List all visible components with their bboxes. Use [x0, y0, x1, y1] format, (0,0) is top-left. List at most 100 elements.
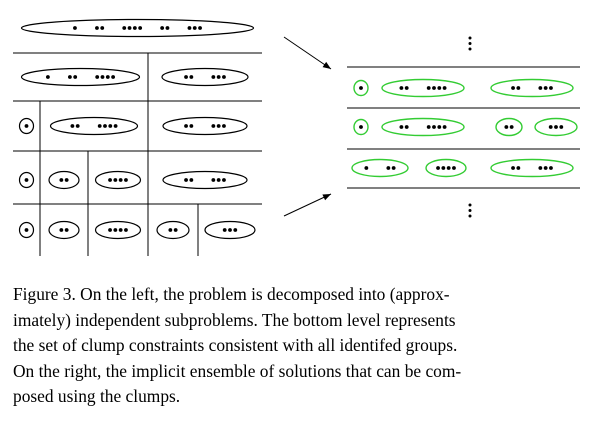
clump: [18, 221, 35, 239]
clump-outline: [156, 220, 190, 240]
dot: [24, 124, 29, 128]
clump-outline: [18, 117, 35, 135]
ensemble-clumps: [351, 78, 578, 178]
clump: [48, 170, 80, 190]
clump-outline: [161, 67, 249, 87]
dot: [124, 228, 128, 232]
dot: [364, 166, 369, 170]
dot: [386, 166, 391, 170]
clump: [162, 170, 248, 190]
ellipsis-dot: [468, 47, 472, 51]
clump-outline: [204, 220, 256, 240]
dot: [59, 228, 64, 232]
dot: [504, 125, 509, 129]
dot: [549, 86, 553, 90]
dot: [108, 178, 112, 182]
dot: [122, 26, 127, 30]
dot: [511, 86, 515, 90]
dot: [437, 125, 442, 129]
clump-outline: [490, 78, 574, 98]
ellipsis-dot: [468, 36, 472, 40]
clump-outline: [18, 171, 35, 189]
clump-outline: [351, 158, 409, 178]
clump: [425, 158, 467, 178]
dot: [446, 166, 451, 170]
dot: [538, 86, 543, 90]
clump: [353, 118, 369, 136]
dot: [105, 75, 110, 79]
tree-grid-lines: [13, 52, 262, 256]
dot: [549, 166, 553, 170]
dot: [222, 75, 226, 79]
clump-outline: [381, 117, 465, 137]
dot: [216, 124, 221, 128]
clump-outline: [162, 170, 248, 190]
arrow: [283, 36, 332, 70]
clump-outline: [534, 117, 578, 137]
dot: [233, 228, 238, 232]
ensemble-continuation-dots: [468, 36, 472, 218]
dot: [426, 86, 431, 90]
dot: [192, 26, 197, 30]
dot: [189, 124, 194, 128]
clump: [353, 79, 369, 97]
clump: [20, 67, 141, 87]
dot: [184, 124, 188, 128]
dot: [165, 26, 170, 30]
dot: [399, 125, 404, 129]
arrow-shaft: [283, 36, 332, 70]
clump: [534, 117, 578, 137]
clump: [20, 18, 255, 38]
clump-outline: [353, 79, 369, 97]
clump: [18, 117, 35, 135]
dot: [437, 86, 442, 90]
ellipsis-dot: [468, 203, 472, 207]
clump-outline: [353, 118, 369, 136]
dot: [187, 26, 192, 30]
vertical-ellipsis: [468, 203, 472, 218]
dot: [173, 228, 178, 232]
clump-outline: [94, 220, 142, 240]
vertical-ellipsis: [468, 36, 472, 51]
clump: [94, 220, 142, 240]
dot: [442, 125, 447, 129]
dot: [184, 75, 188, 79]
dot: [404, 125, 409, 129]
dot: [113, 228, 118, 232]
dot: [222, 124, 226, 128]
clump-outline: [162, 116, 248, 136]
tree-clumps: [18, 18, 256, 240]
ellipsis-dot: [468, 214, 472, 218]
dot: [222, 228, 227, 232]
dot: [554, 125, 558, 129]
dot: [359, 86, 363, 90]
solution-3: [351, 158, 574, 178]
dot: [24, 228, 29, 232]
dot: [404, 86, 409, 90]
dot: [391, 166, 396, 170]
dot: [95, 26, 99, 30]
dot: [436, 166, 440, 170]
clump: [161, 67, 249, 87]
decomposition-diagram: [13, 18, 580, 256]
dot: [111, 75, 115, 79]
dot: [103, 124, 107, 128]
dot: [559, 125, 564, 129]
dot: [228, 228, 232, 232]
dot: [73, 75, 78, 79]
clump: [490, 158, 574, 178]
dot: [543, 86, 548, 90]
dot: [113, 178, 118, 182]
dot: [426, 125, 431, 129]
left-decomposition-tree: [13, 18, 262, 256]
dot: [100, 75, 105, 79]
right-solution-ensemble: [347, 36, 580, 218]
ellipsis-dot: [468, 42, 472, 45]
dot: [543, 166, 548, 170]
dot: [168, 228, 173, 232]
dot: [64, 178, 69, 182]
clump-outline: [490, 158, 574, 178]
clump: [49, 116, 139, 136]
dot: [184, 178, 188, 182]
clump: [495, 117, 523, 137]
